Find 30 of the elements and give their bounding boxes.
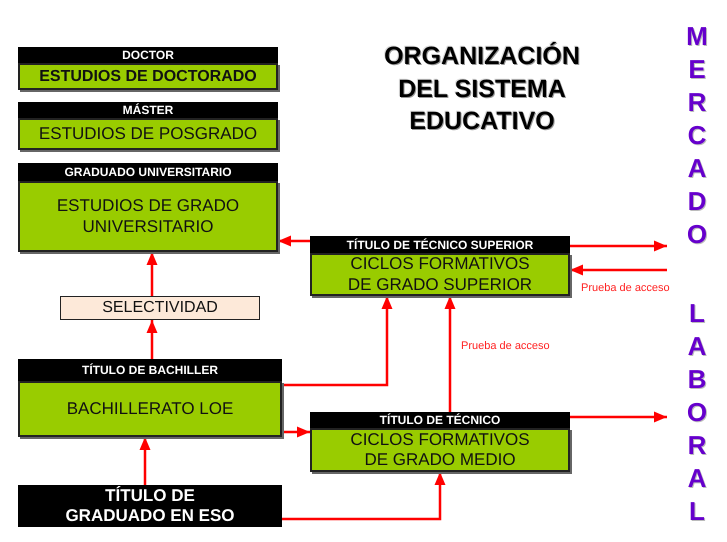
arrow [570, 264, 667, 276]
arrow [140, 437, 150, 485]
arrow [444, 296, 456, 412]
level-box: ESTUDIOS DE DOCTORADO [18, 63, 278, 90]
vertical-text: MERCADO [685, 20, 709, 252]
level-box: ESTUDIOS DE POSGRADO [18, 118, 278, 150]
title-header: TÍTULO DE BACHILLER [18, 359, 282, 381]
arrow [278, 236, 310, 246]
diagram-title: ORGANIZACIÓN DEL SISTEMA EDUCATIVO [383, 40, 581, 137]
arrow [570, 240, 667, 252]
certificate-box: TÍTULO DE GRADUADO EN ESO [18, 485, 282, 527]
arrow [570, 412, 667, 422]
level-box: CICLOS FORMATIVOS DE GRADO SUPERIOR [310, 253, 570, 296]
edge-label: Prueba de acceso [460, 340, 551, 352]
title-header: TÍTULO DE TÉCNICO SUPERIOR [310, 236, 570, 253]
title-header: MÁSTER [18, 102, 278, 118]
title-header: TÍTULO DE TÉCNICO [310, 412, 570, 428]
vertical-text: LABORAL [686, 296, 708, 528]
title-header: DOCTOR [18, 47, 278, 63]
arrow [282, 472, 446, 520]
level-box: BACHILLERATO LOE [18, 381, 282, 437]
stage-box: SELECTIVIDAD [60, 296, 260, 320]
arrow [282, 296, 392, 386]
edge-label: Prueba de acceso [580, 282, 671, 294]
arrow [146, 320, 158, 359]
arrow [282, 426, 310, 438]
title-header: GRADUADO UNIVERSITARIO [18, 163, 278, 181]
arrow [146, 252, 158, 296]
level-box: CICLOS FORMATIVOS DE GRADO MEDIO [310, 428, 570, 472]
level-box: ESTUDIOS DE GRADO UNIVERSITARIO [18, 181, 278, 252]
